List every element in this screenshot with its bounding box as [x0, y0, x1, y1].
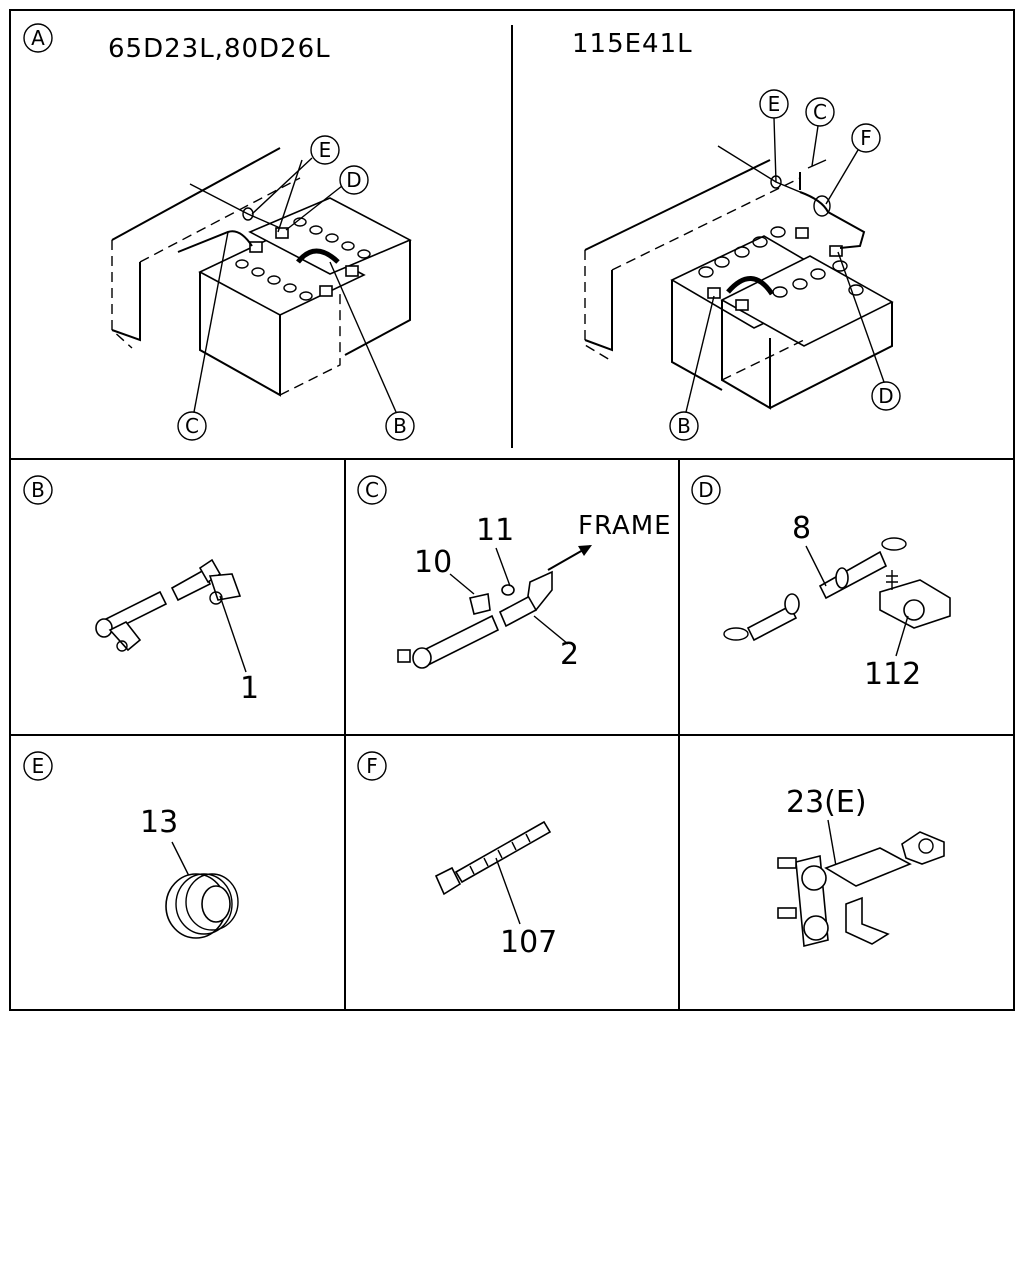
right-callout-b: B: [669, 295, 715, 441]
part-label-1: 1: [240, 671, 259, 706]
left-callout-d-label: D: [346, 168, 361, 192]
panel-a: A 65D23L,80D26L 115E41L: [23, 23, 901, 441]
right-callout-e-label: E: [768, 92, 781, 116]
right-callout-f: F: [825, 123, 881, 205]
panel-d-marker-label: D: [698, 478, 713, 502]
part-label-107: 107: [500, 925, 557, 960]
ground-cable-part-2: [397, 570, 553, 669]
panel-e-marker: E: [23, 751, 53, 781]
panel-e: E 13: [23, 751, 239, 939]
panel-g: 23(E): [777, 785, 945, 948]
panel-b-marker: B: [23, 475, 53, 505]
right-callout-e: E: [759, 89, 789, 183]
panel-a-marker: A: [23, 23, 53, 53]
panel-f-marker-label: F: [366, 754, 378, 778]
left-callout-c-label: C: [185, 414, 199, 438]
battery-cable-part-1: [95, 558, 242, 652]
left-callout-e-label: E: [319, 138, 332, 162]
right-callout-f-label: F: [860, 126, 872, 150]
part-label-23e: 23(E): [786, 785, 867, 820]
frame-arrow-icon: [578, 545, 592, 556]
panel-f-marker: F: [357, 751, 387, 781]
frame-grid: [9, 9, 1015, 1011]
panel-d-marker: D: [691, 475, 721, 505]
part-label-10: 10: [414, 545, 452, 580]
right-callout-c: C: [805, 97, 835, 167]
panel-b: B 1: [23, 475, 259, 706]
left-callout-c: C: [177, 231, 229, 441]
left-callout-e: E: [251, 135, 340, 215]
frame-note: FRAME: [578, 511, 672, 541]
part-label-11: 11: [476, 513, 514, 548]
grommet-part-13: [165, 873, 239, 939]
part-label-112: 112: [864, 657, 921, 692]
left-callout-d: D: [285, 165, 369, 231]
panel-e-marker-label: E: [32, 754, 45, 778]
left-battery-assembly: [111, 147, 412, 397]
left-callout-b: B: [329, 261, 415, 441]
part-label-2: 2: [560, 637, 579, 672]
panel-c-marker: C: [357, 475, 387, 505]
part-label-13: 13: [140, 805, 178, 840]
panel-b-marker-label: B: [31, 478, 45, 502]
panel-d: D 8 112: [691, 475, 951, 692]
left-callout-b-label: B: [393, 414, 407, 438]
part-label-8: 8: [792, 511, 811, 546]
panel-a-marker-label: A: [31, 26, 45, 50]
panel-f: F 107: [357, 751, 557, 960]
panel-a-right-title: 115E41L: [572, 29, 693, 59]
panel-c-marker-label: C: [365, 478, 379, 502]
panel-a-left-title: 65D23L,80D26L: [108, 34, 331, 64]
right-callout-c-label: C: [813, 100, 827, 124]
right-callout-d: D: [837, 251, 901, 411]
right-callout-d-label: D: [878, 384, 893, 408]
cable-part-8: [723, 537, 907, 642]
bracket-part-23: [777, 831, 945, 948]
terminal-part-112: [879, 570, 951, 629]
right-callout-b-label: B: [677, 414, 691, 438]
panel-c: C 10 11 FRAME 2: [357, 475, 672, 672]
cable-tie-part-107: [434, 820, 552, 896]
right-battery-assembly: [584, 145, 894, 410]
